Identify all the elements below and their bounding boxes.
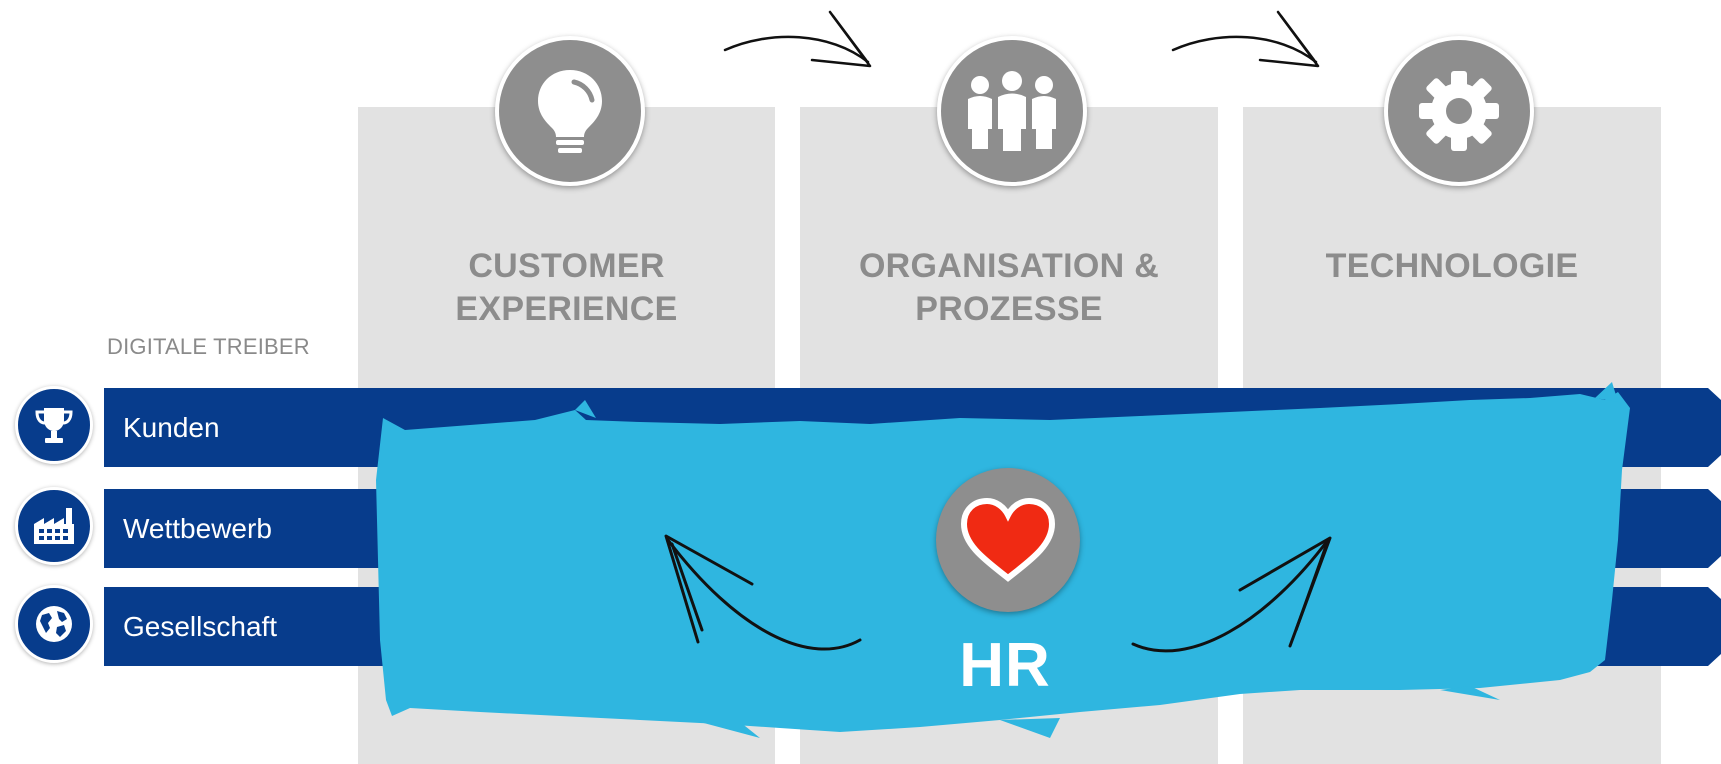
sketch-arrow-top-left (723, 10, 872, 68)
brush-fleck (1000, 718, 1060, 738)
driver-label: Wettbewerb (123, 512, 272, 544)
sketch-arrow-bottom-right (1131, 536, 1332, 653)
sketch-arrow-bottom-left (664, 534, 862, 651)
brush-fleck (575, 400, 596, 418)
lightbulb-badge (495, 36, 645, 186)
driver-label: Kunden (123, 411, 220, 443)
factory-badge (15, 487, 93, 565)
brush-fleck (1440, 686, 1500, 700)
gear-badge (1384, 36, 1534, 186)
trophy-badge (15, 386, 93, 464)
sketch-arrow-top-right (1171, 10, 1320, 68)
lightbulb-icon (538, 70, 602, 153)
brush-fleck (1595, 382, 1618, 402)
factory-icon (34, 508, 74, 544)
driver-arrow-tip (1708, 388, 1721, 467)
driver-label: Gesellschaft (123, 610, 278, 642)
gear-icon (1419, 71, 1499, 151)
column-title: TECHNOLOGIE (1325, 247, 1579, 285)
column-title: CUSTOMER EXPERIENCE (455, 247, 678, 328)
driver-arrow-tip (1708, 489, 1721, 568)
driver-arrow-tip (1708, 587, 1721, 666)
people-icon (968, 71, 1056, 151)
people-badge (937, 36, 1087, 186)
heart-icon (960, 498, 1056, 582)
hr-badge (936, 468, 1080, 612)
column-title: ORGANISATION & PROZESSE (858, 247, 1160, 328)
section-label: DIGITALE TREIBER (107, 334, 310, 359)
globe-icon (36, 606, 72, 642)
globe-badge (15, 585, 93, 663)
hr-label: HR (959, 631, 1051, 700)
brush-fleck (700, 722, 760, 738)
trophy-icon (35, 408, 73, 443)
